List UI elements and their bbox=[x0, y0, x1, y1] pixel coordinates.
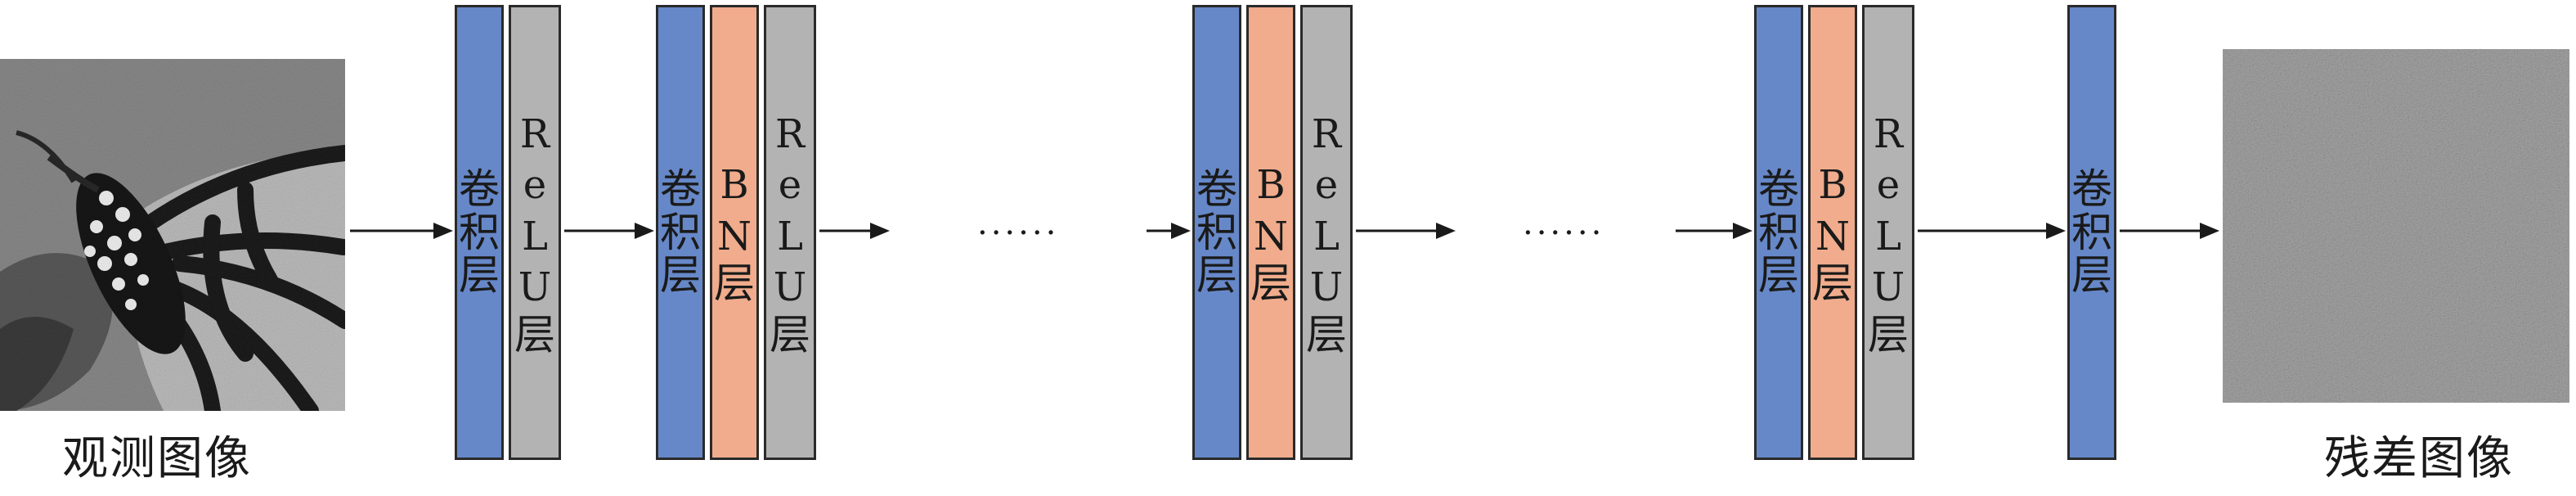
ellipsis-2: ...... bbox=[1523, 205, 1605, 242]
block-1-conv-layer: 卷积层 bbox=[455, 5, 504, 460]
layer-label: 卷积层 bbox=[1196, 165, 1237, 300]
arrow-8 bbox=[2120, 223, 2219, 239]
block-2-conv-layer: 卷积层 bbox=[656, 5, 705, 460]
layer-label: 卷积层 bbox=[2071, 165, 2112, 300]
layer-label: 卷积层 bbox=[459, 165, 500, 300]
output-caption: 残差图像 bbox=[2324, 432, 2514, 485]
noise-image bbox=[2223, 49, 2569, 403]
block-3-conv-layer: 卷积层 bbox=[1192, 5, 1241, 460]
input-caption: 观测图像 bbox=[62, 432, 252, 485]
block-4-conv-layer: 卷积层 bbox=[1754, 5, 1803, 460]
block-5-conv-layer: 卷积层 bbox=[2067, 5, 2116, 460]
arrow-2 bbox=[564, 223, 654, 239]
ellipsis-1: ...... bbox=[977, 205, 1060, 242]
arrow-3 bbox=[819, 223, 890, 239]
layer-label: 卷积层 bbox=[660, 165, 701, 300]
butterfly-image bbox=[0, 59, 345, 411]
output-residual-image bbox=[2223, 49, 2569, 403]
arrow-4 bbox=[1147, 223, 1191, 239]
layer-label: 卷积层 bbox=[1758, 165, 1799, 300]
arrow-1 bbox=[350, 223, 453, 239]
arrow-5 bbox=[1356, 223, 1456, 239]
input-image-butterfly bbox=[0, 59, 345, 411]
arrow-6 bbox=[1676, 223, 1752, 239]
arrow-7 bbox=[1918, 223, 2066, 239]
